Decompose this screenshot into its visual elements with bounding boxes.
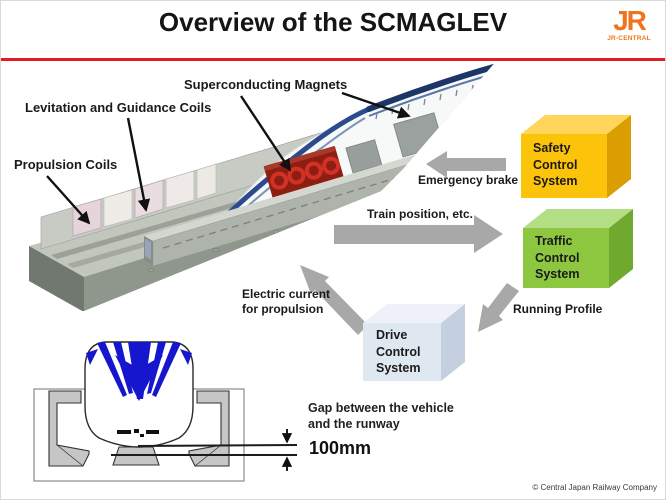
label-running-profile: Running Profile (513, 302, 603, 316)
guideway-wall-left (48, 390, 90, 467)
superconducting-magnet-red (263, 145, 344, 199)
vehicle-cross-section (84, 341, 194, 448)
window-band-ticks (375, 79, 490, 120)
jr-logo-icon: JR (613, 5, 647, 36)
label-superconducting-magnets: Superconducting Magnets (184, 77, 348, 92)
near-guideway-wall (144, 131, 498, 267)
roof-blue-stripe (366, 62, 498, 112)
levitation-coils-arrow (126, 117, 151, 212)
gap-note-label: Gap between the vehicle and the runway (308, 401, 454, 431)
drive-control-system-label: Drive Control System (376, 328, 421, 375)
guideway-dashed-line (162, 147, 497, 249)
vehicle-blue-stripes (86, 342, 192, 401)
page-title: Overview of the SCMAGLEV (158, 7, 508, 37)
cross-section-frame (33, 388, 245, 482)
drive-control-system-box: Drive Control System (363, 303, 465, 381)
label-propulsion-coils: Propulsion Coils (14, 157, 118, 172)
vehicle-magnet-marks (117, 429, 159, 437)
box-front-face (523, 228, 609, 288)
safety-control-system-label: Safety Control System (533, 141, 578, 188)
levitation-coil-panels (72, 163, 217, 237)
traffic-control-system-box: Traffic Control System (523, 208, 633, 288)
traffic-control-system-label: Traffic Control System (535, 234, 580, 281)
label-electric-current: Electric current for propulsion (242, 287, 330, 317)
bogie-magnet-blocks (345, 99, 498, 174)
wall-end-panel (145, 239, 151, 260)
label-levitation-guidance-coils: Levitation and Guidance Coils (25, 100, 212, 115)
jr-logo-name: JR-CENTRAL (607, 34, 651, 42)
gap-measure-lines (111, 429, 298, 471)
title-divider-rule (1, 58, 665, 61)
label-train-position: Train position, etc. (367, 207, 474, 221)
label-electric-current-line2: for propulsion (242, 302, 324, 316)
nose-blue-stripe (222, 106, 372, 220)
copyright-notice: © Central Japan Railway Company (532, 483, 657, 492)
jr-central-logo: JR JR-CENTRAL (601, 5, 657, 42)
guideway-base (29, 111, 498, 311)
label-emergency-brake: Emergency brake (418, 173, 519, 187)
scm-arrow-far (341, 91, 411, 119)
box-front-face (363, 323, 441, 381)
base-bolts (148, 229, 279, 273)
guideway-wall-right (188, 390, 230, 467)
gap-value: 100mm (309, 438, 372, 458)
label-electric-current-line1: Electric current (242, 287, 331, 301)
box-front-face (521, 134, 607, 198)
safety-control-system-box: Safety Control System (521, 114, 631, 198)
propulsion-coils-arrow (46, 175, 91, 225)
cross-section-diagram (33, 341, 298, 482)
cab-window (220, 212, 239, 224)
runway-pedestal (112, 446, 160, 466)
scm-arrow-near (239, 95, 292, 172)
